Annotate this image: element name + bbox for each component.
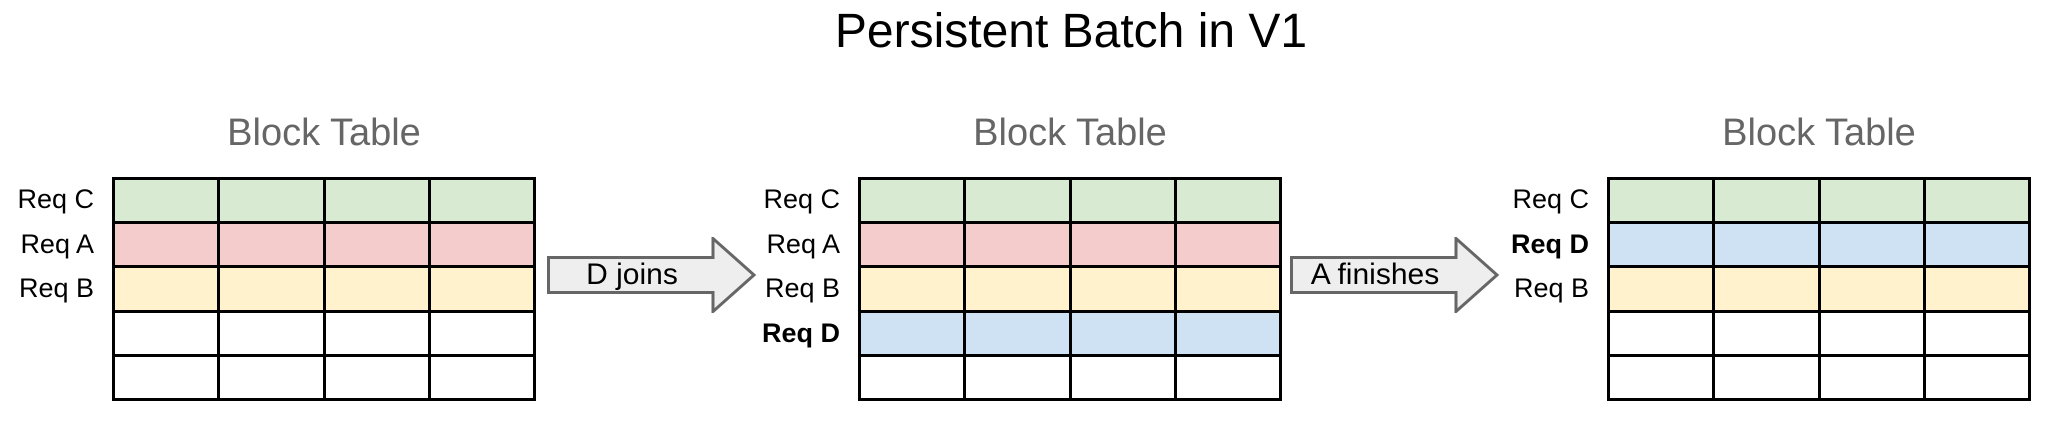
block-cell bbox=[1715, 268, 1818, 310]
block-cell bbox=[115, 356, 218, 398]
block-cell bbox=[1925, 180, 2028, 222]
block-cell bbox=[861, 268, 964, 310]
row-label-req-d: Req D bbox=[761, 318, 840, 349]
block-cell bbox=[966, 268, 1069, 310]
block-cell bbox=[1071, 224, 1174, 266]
block-cell bbox=[220, 356, 323, 398]
row-label-req-b: Req B bbox=[1513, 273, 1589, 304]
block-cell bbox=[1071, 180, 1174, 222]
row-label-req-a: Req A bbox=[20, 228, 94, 259]
block-cell bbox=[115, 268, 218, 310]
arrow-label: A finishes bbox=[1310, 258, 1440, 291]
row-label-req-c: Req C bbox=[17, 183, 94, 214]
block-cell bbox=[1071, 268, 1174, 310]
block-cell bbox=[1176, 180, 1279, 222]
block-cell bbox=[1176, 312, 1279, 354]
row-label-req-c: Req C bbox=[1512, 183, 1589, 214]
block-cell bbox=[1176, 268, 1279, 310]
block-cell bbox=[1820, 312, 1923, 354]
block-cell bbox=[325, 268, 428, 310]
block-cell bbox=[966, 224, 1069, 266]
block-cell bbox=[220, 180, 323, 222]
block-cell bbox=[1925, 224, 2028, 266]
block-table-panel-after-finish: Block Table Req C Req D Req B bbox=[1471, 90, 2031, 421]
block-table-heading: Block Table bbox=[973, 112, 1167, 154]
block-cell bbox=[1071, 356, 1174, 398]
block-table-heading: Block Table bbox=[1722, 112, 1916, 154]
block-cell bbox=[1715, 356, 1818, 398]
arrow-label: D joins bbox=[586, 258, 678, 291]
block-cell bbox=[1071, 312, 1174, 354]
block-cell bbox=[1176, 224, 1279, 266]
block-cell bbox=[861, 224, 964, 266]
block-cell bbox=[861, 312, 964, 354]
row-label-req-a: Req A bbox=[766, 228, 840, 259]
block-grid bbox=[1607, 177, 2031, 401]
row-labels: Req C Req D Req B bbox=[1471, 90, 1589, 421]
a-finishes-arrow: A finishes bbox=[1290, 237, 1500, 313]
block-cell bbox=[1610, 268, 1713, 310]
block-cell bbox=[966, 356, 1069, 398]
block-cell bbox=[1610, 224, 1713, 266]
block-table-heading: Block Table bbox=[227, 112, 421, 154]
block-cell bbox=[1715, 224, 1818, 266]
block-cell bbox=[325, 312, 428, 354]
block-cell bbox=[430, 224, 533, 266]
block-cell bbox=[1820, 268, 1923, 310]
block-cell bbox=[1715, 180, 1818, 222]
block-cell bbox=[1820, 180, 1923, 222]
block-cell bbox=[861, 180, 964, 222]
block-cell bbox=[430, 180, 533, 222]
block-cell bbox=[325, 180, 428, 222]
row-label-req-b: Req B bbox=[18, 273, 94, 304]
block-cell bbox=[1820, 356, 1923, 398]
block-cell bbox=[1715, 312, 1818, 354]
d-joins-arrow: D joins bbox=[547, 237, 757, 313]
block-table-panel-after-join: Block Table Req C Req A Req B Req D bbox=[722, 90, 1282, 421]
block-cell bbox=[1610, 180, 1713, 222]
block-cell bbox=[1176, 356, 1279, 398]
block-cell bbox=[1925, 268, 2028, 310]
block-cell bbox=[1925, 356, 2028, 398]
block-cell bbox=[430, 268, 533, 310]
block-cell bbox=[966, 180, 1069, 222]
block-cell bbox=[966, 312, 1069, 354]
block-cell bbox=[861, 356, 964, 398]
block-cell bbox=[1820, 224, 1923, 266]
block-cell bbox=[325, 356, 428, 398]
block-cell bbox=[115, 312, 218, 354]
block-cell bbox=[115, 224, 218, 266]
page-title: Persistent Batch in V1 bbox=[834, 5, 1308, 58]
row-label-req-d: Req D bbox=[1510, 228, 1589, 259]
row-labels: Req C Req A Req B bbox=[0, 90, 94, 421]
block-cell bbox=[325, 224, 428, 266]
block-table-panel-before: Block Table Req C Req A Req B bbox=[0, 90, 536, 421]
row-labels: Req C Req A Req B Req D bbox=[722, 90, 840, 421]
block-cell bbox=[1610, 312, 1713, 354]
row-label-req-c: Req C bbox=[763, 183, 840, 214]
block-cell bbox=[220, 224, 323, 266]
block-cell bbox=[430, 356, 533, 398]
block-cell bbox=[1925, 312, 2028, 354]
row-label-req-b: Req B bbox=[764, 273, 840, 304]
right-arrow-icon bbox=[547, 237, 757, 313]
block-grid bbox=[858, 177, 1282, 401]
block-cell bbox=[115, 180, 218, 222]
block-cell bbox=[220, 312, 323, 354]
block-cell bbox=[1610, 356, 1713, 398]
right-arrow-icon bbox=[1290, 237, 1500, 313]
block-grid bbox=[112, 177, 536, 401]
block-cell bbox=[220, 268, 323, 310]
block-cell bbox=[430, 312, 533, 354]
